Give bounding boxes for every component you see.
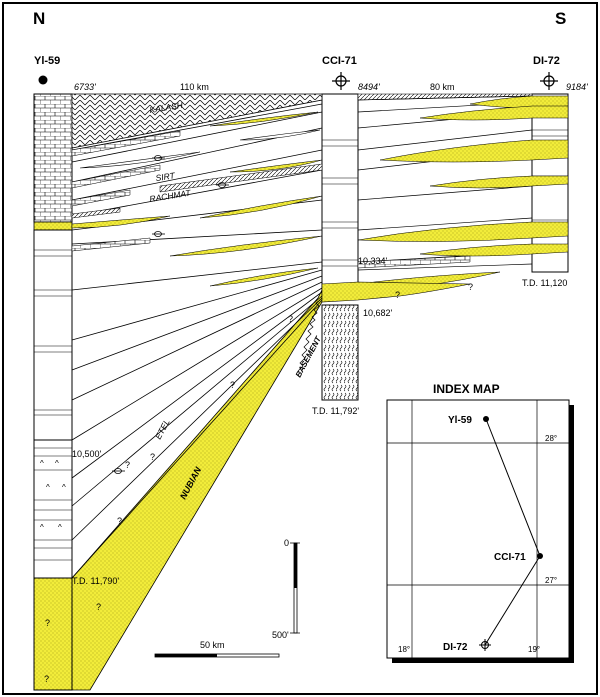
- svg-text:^: ^: [40, 523, 44, 532]
- sand-lenses-left: [71, 111, 323, 287]
- index-map-label-di72: DI-72: [443, 642, 468, 653]
- td-label-yl59: T.D. 11,790': [72, 576, 119, 586]
- cci71-limestone-stringers: [322, 139, 358, 267]
- yl59-evaporite-marks: [34, 447, 72, 561]
- yl59-column-shale: [33, 229, 73, 441]
- limestone-bands-left: [71, 130, 181, 252]
- cci71-column: [321, 93, 359, 291]
- well-name-yl59: Yl-59: [34, 55, 60, 67]
- yl59-column-limestone-stringers: [34, 249, 72, 416]
- vertical-scale-top-label: 0: [284, 538, 289, 548]
- dry-hole-symbol: [332, 72, 350, 90]
- vertical-scale-bottom-label: 500': [272, 630, 289, 640]
- svg-text:?: ?: [44, 674, 49, 684]
- spacing-right: 80 km: [430, 82, 455, 92]
- yl59-anhydrite-symbols: ^ ^ ^ ^ ^ ^: [40, 459, 66, 532]
- svg-text:?: ?: [150, 452, 155, 462]
- depth-label-yl59-nubian: 10,500': [72, 449, 102, 459]
- svg-text:^: ^: [58, 523, 62, 532]
- svg-text:?: ?: [468, 282, 473, 292]
- limestone-bands-right: [357, 255, 471, 269]
- svg-text:?: ?: [117, 516, 122, 526]
- hatched-band-rachmat: [71, 163, 323, 219]
- dry-hole-symbol: [540, 72, 558, 90]
- shale-lenses-left: [79, 129, 321, 169]
- svg-text:?: ?: [125, 460, 130, 470]
- sand-lenses-right: [357, 95, 569, 291]
- yl59-column-upper-limestone: [33, 93, 73, 223]
- kalash-limestone-unit: [71, 93, 323, 149]
- td-label-cci71: T.D. 11,792': [312, 406, 359, 416]
- vertical-scale-bar: [290, 542, 300, 634]
- depth-label-cci71-basement: 10,682': [363, 308, 393, 318]
- horizontal-scale-label: 50 km: [200, 640, 225, 650]
- formation-label-rachmat: RACHMAT: [149, 187, 192, 203]
- yl59-column-evaporite: [33, 439, 73, 579]
- index-map-oil-well-symbol: [483, 416, 489, 422]
- fossil-symbols: [112, 155, 229, 474]
- cci71-basal-sand: [321, 281, 471, 303]
- longitude-label-19: 19°: [528, 645, 540, 654]
- north-label: N: [33, 9, 45, 28]
- well-name-cci71: CCI-71: [322, 55, 357, 67]
- formation-label-sirt: SIRT: [155, 170, 176, 183]
- south-label: S: [555, 9, 566, 28]
- oil-well-symbol: [38, 75, 48, 85]
- index-map-oil-well-symbol: [537, 553, 543, 559]
- svg-text:?: ?: [45, 618, 50, 628]
- nubian-serrated-edge: [297, 299, 321, 372]
- elevation-cci71: 8494': [358, 82, 380, 92]
- index-map-dry-hole-symbol: [479, 639, 491, 651]
- correlation-lines-left: [71, 103, 323, 579]
- latitude-label-28: 28°: [545, 434, 557, 443]
- td-label-di72: T.D. 11,120: [522, 278, 567, 288]
- cci71-basement-granite: [321, 304, 359, 401]
- elevation-di72: 9184': [566, 82, 588, 92]
- depth-label-cci71-top: 10,334': [358, 256, 388, 266]
- yl59-column-lower-sand: [33, 577, 73, 691]
- uncertain-contacts: ? ? ? ? ? ? ? ? ? ?: [44, 282, 473, 684]
- svg-text:?: ?: [395, 290, 400, 300]
- svg-text:?: ?: [288, 314, 293, 324]
- horizontal-scale-bar: [154, 653, 280, 658]
- longitude-label-18: 18°: [398, 645, 410, 654]
- index-map-label-cci71: CCI-71: [494, 552, 526, 563]
- svg-text:^: ^: [62, 483, 66, 492]
- svg-text:^: ^: [55, 459, 59, 468]
- svg-text:^: ^: [46, 483, 50, 492]
- elevation-yl59: 6733': [74, 82, 96, 92]
- index-map-graticule: [387, 400, 569, 658]
- index-map-frame: [386, 399, 570, 659]
- latitude-label-27: 27°: [545, 576, 557, 585]
- formation-label-etel: ETEL: [153, 417, 172, 441]
- svg-text:?: ?: [96, 602, 101, 612]
- index-map-label-yl59: Yl-59: [448, 415, 472, 426]
- svg-text:^: ^: [40, 459, 44, 468]
- well-name-di72: DI-72: [533, 55, 560, 67]
- spacing-left: 110 km: [180, 82, 209, 92]
- svg-text:?: ?: [230, 380, 235, 390]
- index-map-title: INDEX MAP: [433, 382, 500, 396]
- yl59-column-sand: [33, 221, 73, 231]
